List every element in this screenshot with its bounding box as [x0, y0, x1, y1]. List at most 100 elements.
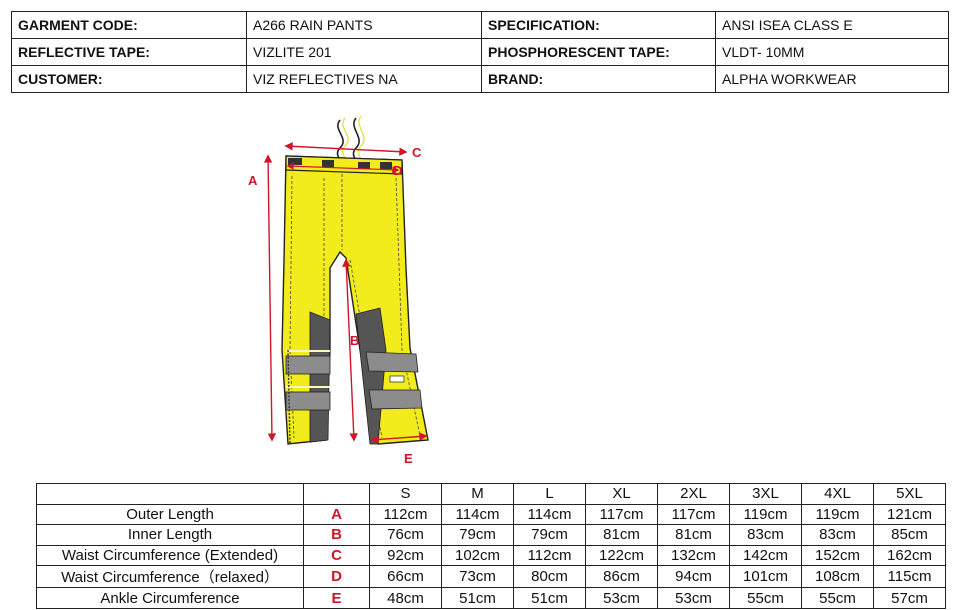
measurement-value: 101cm [729, 565, 802, 589]
measurement-value: 57cm [873, 587, 946, 609]
measurement-value: 121cm [873, 503, 946, 526]
size-header: 4XL [801, 483, 874, 505]
measurement-value: 119cm [801, 503, 874, 526]
measurement-value: 119cm [729, 503, 802, 526]
measurement-value: 55cm [801, 587, 874, 609]
measurement-value: 85cm [873, 524, 946, 546]
measurement-value: 162cm [873, 544, 946, 567]
measurement-name: Waist Circumference（relaxed） [36, 565, 304, 589]
size-header: 3XL [729, 483, 802, 505]
leg-zipper [287, 349, 291, 445]
measurement-value: 83cm [729, 524, 802, 546]
size-chart-corner [36, 483, 304, 505]
measurement-value: 102cm [441, 544, 514, 567]
label-e: E [404, 451, 413, 466]
measurement-code: E [303, 587, 370, 609]
measurement-value: 108cm [801, 565, 874, 589]
spec-key: PHOSPHORESCENT TAPE: [481, 38, 716, 66]
measurement-value: 81cm [657, 524, 730, 546]
measurement-value: 112cm [513, 544, 586, 567]
rain-pants-drawing: A B C D E [230, 100, 470, 475]
measurement-value: 83cm [801, 524, 874, 546]
tape-left-lower [285, 391, 331, 411]
measurement-value: 112cm [369, 503, 442, 526]
measurement-value: 142cm [729, 544, 802, 567]
spec-key: CUSTOMER: [11, 65, 247, 93]
measurement-name: Waist Circumference (Extended) [36, 544, 304, 567]
size-header: M [441, 483, 514, 505]
measurement-value: 117cm [585, 503, 658, 526]
measurement-value: 122cm [585, 544, 658, 567]
measurement-name: Outer Length [36, 503, 304, 526]
spec-value: A266 RAIN PANTS [246, 11, 482, 39]
measurement-value: 73cm [441, 565, 514, 589]
measurement-value: 66cm [369, 565, 442, 589]
measurement-value: 114cm [513, 503, 586, 526]
measurement-code: D [303, 565, 370, 589]
spec-key: REFLECTIVE TAPE: [11, 38, 247, 66]
waistband-tag-2 [322, 160, 334, 167]
spec-value: VIZLITE 201 [246, 38, 482, 66]
size-header: L [513, 483, 586, 505]
rain-pants-svg: A B C D E [248, 115, 429, 466]
measurement-name: Inner Length [36, 524, 304, 546]
measurement-value: 115cm [873, 565, 946, 589]
spec-value: ALPHA WORKWEAR [715, 65, 949, 93]
waistband-tag-4 [380, 162, 392, 169]
waistband-tag-3 [358, 162, 370, 169]
tape-left-upper [285, 355, 331, 375]
measurement-code: A [303, 503, 370, 526]
measurement-value: 79cm [441, 524, 514, 546]
measurement-value: 79cm [513, 524, 586, 546]
measurement-code: C [303, 544, 370, 567]
size-chart-code-header [303, 483, 370, 505]
measurement-value: 114cm [441, 503, 514, 526]
pocket-tab [389, 375, 405, 383]
tape-right-upper [365, 351, 419, 373]
measurement-value: 53cm [585, 587, 658, 609]
measurement-code: B [303, 524, 370, 546]
arrow-b [342, 258, 358, 442]
label-d: D [393, 163, 402, 178]
spec-value: VIZ REFLECTIVES NA [246, 65, 482, 93]
tape-right-lower [368, 389, 423, 410]
measurement-value: 94cm [657, 565, 730, 589]
measurement-value: 51cm [513, 587, 586, 609]
spec-key: GARMENT CODE: [11, 11, 247, 39]
measurement-value: 152cm [801, 544, 874, 567]
measurement-value: 53cm [657, 587, 730, 609]
waistband-tag-1 [288, 158, 302, 165]
measurement-value: 80cm [513, 565, 586, 589]
measurement-value: 117cm [657, 503, 730, 526]
measurement-value: 92cm [369, 544, 442, 567]
measurement-value: 132cm [657, 544, 730, 567]
knee-panel-left [309, 311, 331, 443]
measurement-value: 55cm [729, 587, 802, 609]
spec-key: SPECIFICATION: [481, 11, 716, 39]
spec-value: VLDT- 10MM [715, 38, 949, 66]
measurement-value: 48cm [369, 587, 442, 609]
size-header: XL [585, 483, 658, 505]
measurement-value: 86cm [585, 565, 658, 589]
measurement-value: 76cm [369, 524, 442, 546]
size-header: S [369, 483, 442, 505]
spec-value: ANSI ISEA CLASS E [715, 11, 949, 39]
measurement-value: 81cm [585, 524, 658, 546]
label-b: B [350, 333, 359, 348]
arrow-a [263, 154, 277, 442]
arrow-d [286, 162, 400, 174]
measurement-value: 51cm [441, 587, 514, 609]
